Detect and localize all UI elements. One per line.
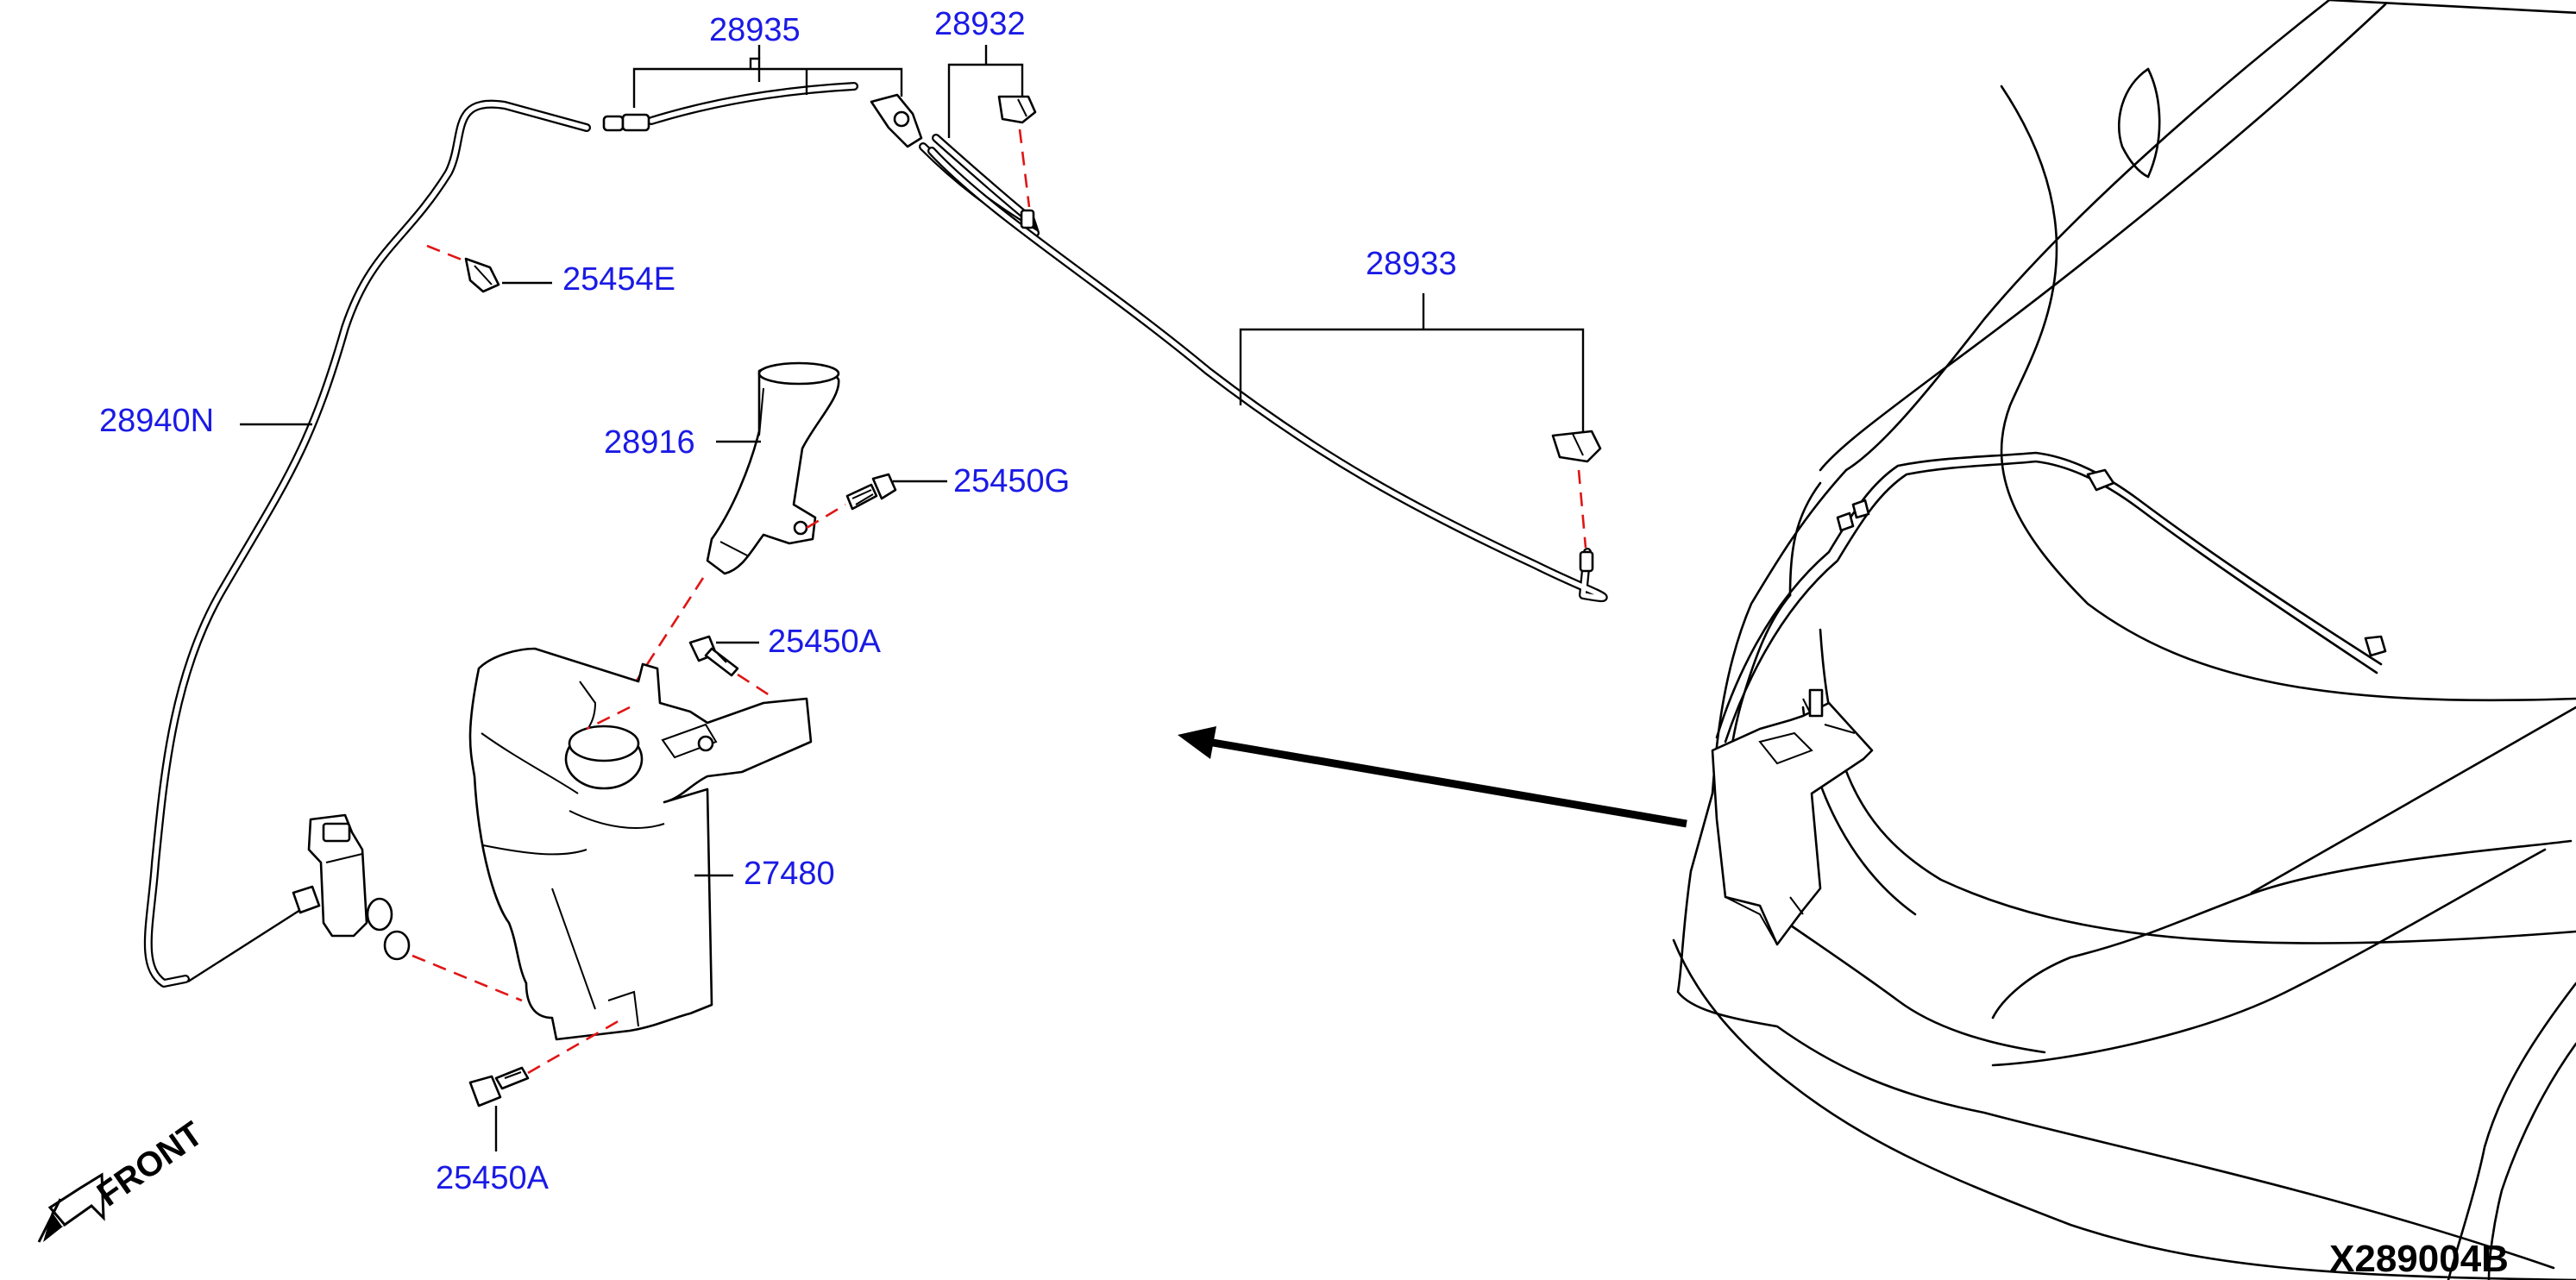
hose-connector-mid xyxy=(621,113,650,132)
washer-nozzle-28933 xyxy=(1551,430,1602,573)
washer-tank-27480 xyxy=(468,647,813,1041)
vehicle-front-view xyxy=(1672,0,2576,1280)
washer-nozzle-28932 xyxy=(997,95,1037,229)
callout-leaders xyxy=(187,45,1585,1151)
bolt-25450a-bottom xyxy=(468,1018,622,1107)
callout-28932: 28932 xyxy=(934,6,1026,42)
nozzle-hose-end xyxy=(1020,209,1035,229)
washer-pump xyxy=(292,813,523,1002)
pump-grommet xyxy=(383,930,411,961)
callout-28933: 28933 xyxy=(1366,246,1457,282)
callout-28916: 28916 xyxy=(604,424,695,461)
front-direction-indicator: FRONT xyxy=(37,1114,210,1243)
front-label: FRONT xyxy=(91,1114,210,1214)
locator-arrow xyxy=(1178,726,1687,828)
diagram-id: X289004B xyxy=(2329,1238,2509,1280)
bolt-25450a-top xyxy=(688,635,773,699)
callout-25450a-top: 25450A xyxy=(768,624,882,660)
nozzle-hoses xyxy=(919,134,1608,603)
callout-25450g: 25450G xyxy=(953,463,1070,499)
hose-28935 xyxy=(602,82,923,148)
tee-joint-bolt xyxy=(893,110,910,128)
bolt-25450g xyxy=(806,473,897,530)
nozzle-hose-end-2 xyxy=(1579,550,1594,573)
callout-25454e: 25454E xyxy=(562,261,675,298)
callout-25450a-bottom: 25450A xyxy=(436,1160,550,1196)
hose-clip-25454e xyxy=(426,244,500,293)
callout-28940n: 28940N xyxy=(99,403,214,439)
washer-hose-28940n xyxy=(143,99,591,988)
hose-connector-left xyxy=(602,115,625,132)
callout-28935: 28935 xyxy=(709,12,801,48)
callout-27480: 27480 xyxy=(744,856,835,892)
